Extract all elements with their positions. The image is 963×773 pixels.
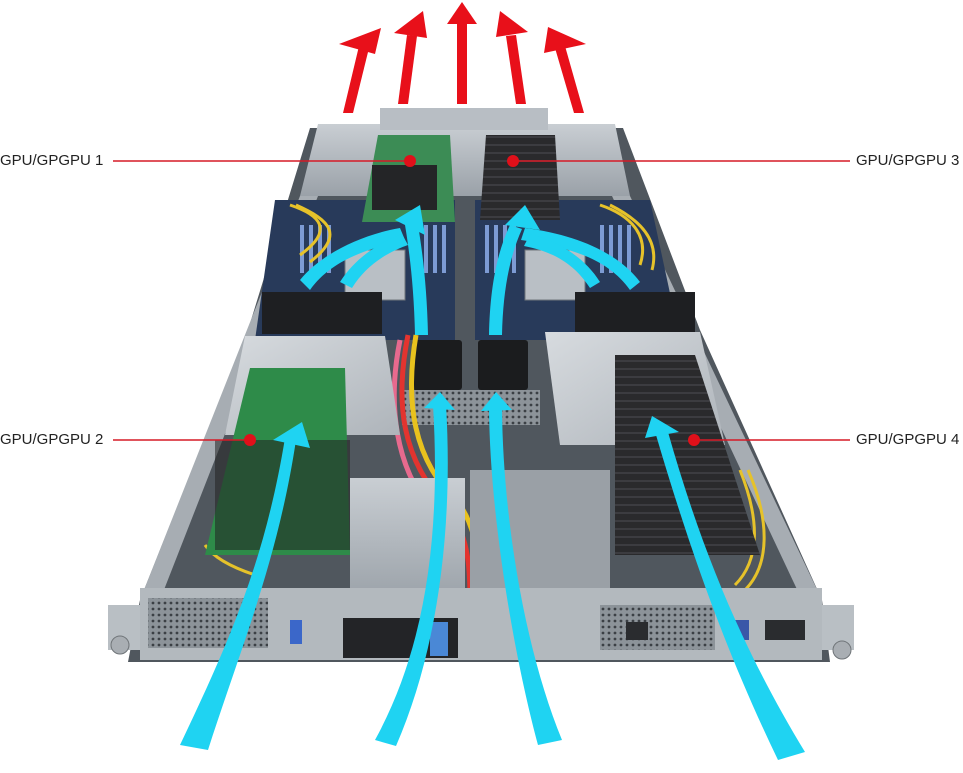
intake-arrow-1 [180, 422, 310, 750]
callout-dot-gpu2 [244, 434, 256, 446]
intake-arrow-2 [375, 392, 455, 746]
right-thumbscrew [832, 640, 852, 660]
rear-cover [300, 124, 630, 196]
serial-port [765, 620, 805, 640]
center-fan-right [478, 340, 528, 390]
exhaust-arrow-3 [447, 2, 477, 104]
usb-ports [290, 620, 302, 644]
rear-bracket [380, 108, 548, 130]
intake-arrows-right-upper [489, 205, 640, 335]
center-fan-left [412, 340, 462, 390]
gpu3-card [480, 135, 560, 220]
center-riser [470, 470, 610, 605]
intake-arrows-left-upper [300, 205, 428, 335]
server-chassis [108, 108, 854, 662]
callouts [113, 155, 850, 446]
label-gpu3: GPU/GPGPU 3 [856, 152, 960, 169]
fan-module-right [575, 292, 695, 334]
drive-latch [430, 622, 448, 656]
exhaust-arrow-2 [394, 11, 427, 104]
power-cables [203, 203, 766, 592]
exhaust-arrows [339, 2, 586, 113]
intake-arrows [180, 205, 805, 760]
center-fan-grill [402, 390, 540, 425]
center-psu [350, 478, 465, 603]
callout-dot-gpu1 [404, 155, 416, 167]
exhaust-arrow-4 [496, 11, 528, 104]
label-gpu4: GPU/GPGPU 4 [856, 431, 960, 448]
left-thumbscrew [110, 635, 130, 655]
lan-port [626, 622, 648, 640]
gpu4-card [615, 355, 760, 555]
callout-dot-gpu4 [688, 434, 700, 446]
fan-module-left [262, 292, 382, 334]
intake-arrow-3 [481, 392, 562, 745]
front-vent-right [600, 605, 715, 650]
label-gpu1: GPU/GPGPU 1 [0, 152, 104, 169]
gpu1-heatsink [372, 165, 437, 210]
exhaust-arrow-5 [544, 27, 586, 113]
exhaust-arrow-1 [339, 28, 381, 113]
intake-arrow-4 [645, 416, 805, 760]
callout-dot-gpu3 [507, 155, 519, 167]
label-gpu2: GPU/GPGPU 2 [0, 431, 104, 448]
